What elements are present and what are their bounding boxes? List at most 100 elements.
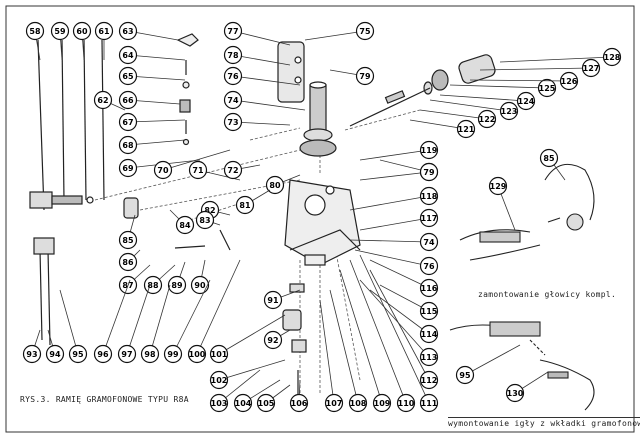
callout-circle (223, 45, 243, 65)
callout-circle (223, 21, 243, 41)
callout-circle (167, 275, 187, 295)
callout-circle (94, 21, 114, 41)
callout-79: 79 (329, 66, 375, 86)
callout-circle (324, 393, 344, 413)
tone-arm-tube (29, 191, 139, 255)
leader-line (379, 284, 430, 312)
callout-123: 123 (429, 99, 519, 121)
callout-circle (118, 112, 138, 132)
leader-line (409, 119, 467, 130)
head-mounting-caption: zamontowanie głowicy kompl. (478, 290, 617, 299)
callout-103: 103 (209, 369, 261, 413)
part-number: 79 (423, 168, 435, 177)
leader-line (349, 259, 407, 404)
part-number: 110 (398, 399, 415, 408)
leader-line (499, 56, 613, 63)
part-number: 114 (421, 330, 438, 339)
part-number: 85 (122, 236, 134, 245)
leader-line (369, 259, 430, 289)
callout-80: 80 (265, 174, 301, 195)
inset-head-mounting (459, 163, 595, 261)
part-number: 64 (122, 51, 134, 60)
callout-circle (118, 21, 138, 41)
leader-line (354, 249, 430, 267)
part-number: 116 (421, 284, 438, 293)
callout-89: 89 (167, 261, 187, 295)
callout-124: 124 (439, 91, 536, 111)
callout-circle (256, 393, 276, 413)
part-number: 101 (211, 350, 228, 359)
callout-circle (372, 393, 392, 413)
callout-circle (118, 158, 138, 178)
callout-95b: 95 (455, 344, 521, 385)
callout-107: 107 (319, 299, 344, 413)
part-number: 96 (97, 350, 109, 359)
callout-circle (581, 58, 601, 78)
part-number: 95 (459, 371, 471, 380)
part-number: 68 (122, 141, 134, 150)
leader-line (464, 344, 521, 376)
lower-cluster (174, 229, 307, 395)
callout-circle (456, 119, 476, 139)
callout-circle (419, 232, 439, 252)
callout-circle (263, 330, 283, 350)
callout-85b: 85 (539, 148, 566, 181)
callout-99: 99 (163, 279, 211, 364)
callout-72: 72 (223, 160, 261, 180)
callout-circle (419, 370, 439, 390)
pivot-post (277, 41, 337, 157)
part-number: 66 (122, 96, 134, 105)
callout-66: 66 (118, 90, 181, 110)
callout-128: 128 (499, 47, 622, 67)
callout-circle (50, 21, 70, 41)
part-number: 106 (291, 399, 308, 408)
leader-line (127, 119, 186, 123)
part-number: 108 (350, 399, 367, 408)
callout-91: 91 (263, 289, 301, 310)
callout-circle (539, 148, 559, 168)
leader-line (449, 84, 548, 89)
callout-81: 81 (235, 189, 271, 215)
callout-125: 125 (449, 78, 557, 98)
leader-line (127, 54, 186, 61)
callout-circle (265, 175, 285, 195)
leader-line (339, 269, 383, 404)
callout-circle (25, 21, 45, 41)
small-parts-column (176, 33, 199, 146)
callout-circle (223, 66, 243, 86)
callout-circle (118, 230, 138, 250)
part-number: 63 (122, 27, 133, 36)
callout-110: 110 (349, 259, 416, 413)
callout-97: 97 (117, 284, 151, 364)
callout-114: 114 (369, 289, 439, 344)
part-number: 74 (227, 96, 239, 105)
callout-76b: 76 (354, 249, 439, 276)
callout-circle (419, 208, 439, 228)
part-number: 81 (239, 201, 251, 210)
callout-circle (505, 383, 525, 403)
leader-line (359, 279, 430, 358)
callout-circle (118, 252, 138, 272)
part-number: 107 (326, 399, 343, 408)
callout-circle (419, 256, 439, 276)
part-number: 84 (179, 221, 191, 230)
part-number: 86 (122, 258, 134, 267)
part-number: 113 (421, 353, 438, 362)
callout-100: 100 (187, 259, 241, 364)
leader-line (359, 217, 430, 231)
base-plate (284, 179, 361, 266)
callout-circle (477, 109, 497, 129)
callout-126: 126 (469, 71, 579, 91)
callout-circle (118, 135, 138, 155)
part-number: 82 (204, 206, 215, 215)
callout-90: 90 (190, 259, 210, 295)
leader-line (127, 75, 186, 81)
leader-line (102, 279, 131, 355)
callout-61: 61 (94, 21, 114, 60)
leader-line (172, 279, 211, 355)
leader-line (304, 30, 366, 41)
callout-circle (355, 66, 375, 86)
part-number: 69 (122, 164, 134, 173)
callout-85: 85 (118, 214, 138, 250)
